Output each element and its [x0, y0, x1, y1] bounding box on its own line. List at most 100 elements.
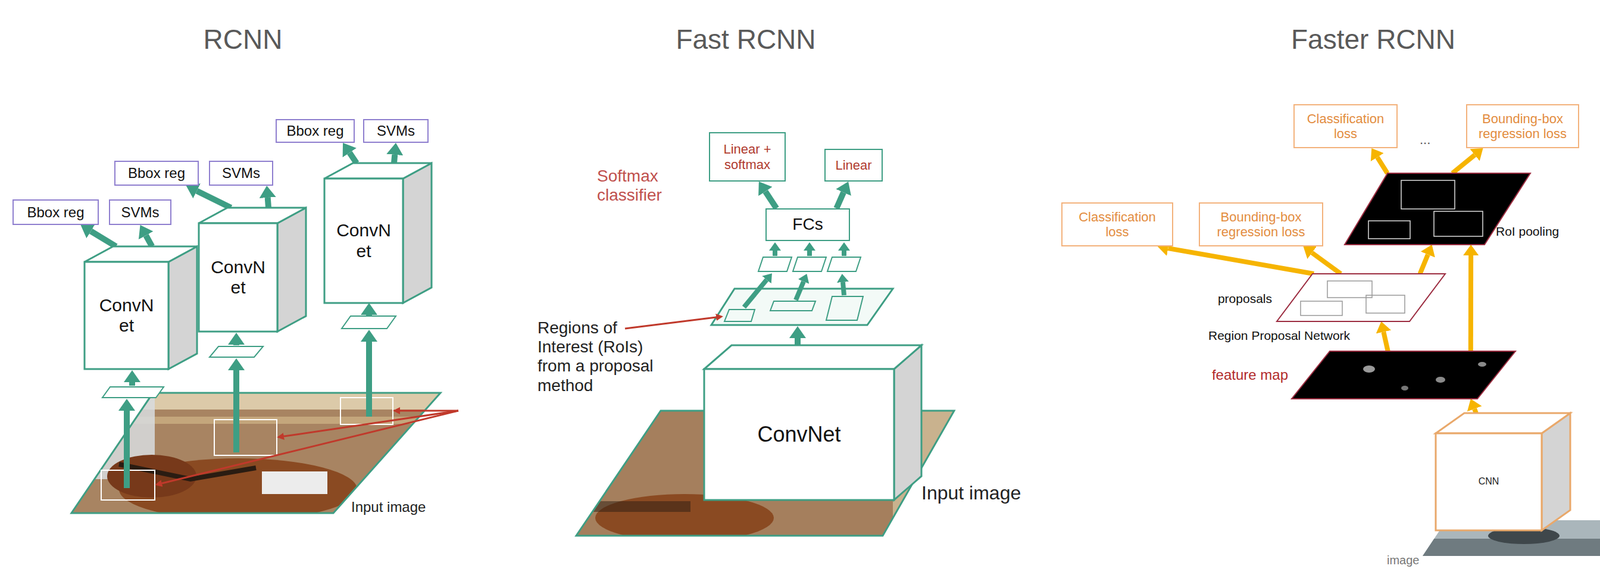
label-slot: Regions of Interest (RoIs) from a propos… [537, 318, 672, 396]
annotation-label: Softmax classifier [597, 166, 681, 205]
flow-arrow [1377, 157, 1388, 174]
svm-classifier-box: SVMs [363, 119, 429, 143]
cube-front-face [1435, 433, 1542, 531]
red-pointer [400, 410, 459, 412]
node-text: proposals [1217, 291, 1273, 306]
cube-front-face [198, 223, 278, 332]
annotation-label: Region Proposal Network [1208, 328, 1350, 343]
horse-harness [571, 501, 691, 512]
flow-arrow [1311, 252, 1341, 274]
bbox-regressor-box: Bbox reg [275, 119, 355, 143]
cube-side-face [168, 246, 198, 370]
node-text: RoI pooling [1495, 224, 1559, 239]
flow-arrow [129, 382, 136, 386]
input-image-photo [59, 386, 477, 521]
activation-spot [1477, 361, 1487, 367]
node-text: SVMs [376, 122, 415, 140]
cnn-cube: CNN [1435, 413, 1571, 531]
label-slot: Region Proposal Network [1208, 328, 1350, 343]
red-pointer [161, 410, 459, 484]
node-text: SVMs [222, 164, 261, 182]
flow-arrow [842, 282, 845, 296]
cube-front-face [704, 369, 895, 500]
roi-outline [724, 309, 755, 322]
cube-front-face [324, 178, 403, 303]
plane-shape [1276, 273, 1446, 322]
softmax-box: Linear + softmax [708, 132, 786, 182]
flow-arrow [765, 191, 777, 209]
fc-box: FCs [765, 208, 850, 242]
node-text: Bbox reg [127, 164, 186, 182]
roi-pooled-feature [758, 257, 792, 272]
region-box [1327, 280, 1373, 298]
flow-arrow [233, 344, 240, 346]
node-text: Bbox reg [286, 122, 344, 140]
node-text: FCs [792, 214, 823, 234]
region-outline [214, 419, 277, 456]
annotation-label: ... [1419, 132, 1431, 148]
linear-box: Linear [824, 148, 883, 182]
conv-feature-map [711, 288, 893, 325]
bbox-regressor-box: Bbox reg [114, 160, 199, 186]
convnet-cube: ConvN et [324, 163, 432, 303]
flow-arrow [1420, 254, 1428, 274]
node-text: Bounding-box regression loss [1204, 209, 1318, 240]
flow-arrow [349, 152, 357, 164]
roi-pooling-plane: RoI pooling [1344, 173, 1531, 245]
cube-shape [1435, 413, 1571, 531]
flow-arrow [145, 235, 152, 247]
flow-arrow [233, 370, 240, 453]
region-box [1366, 295, 1405, 314]
loss-box: Classification loss [1061, 202, 1174, 247]
cube-side-face [894, 345, 922, 500]
plane-outline [1276, 273, 1446, 322]
loss-box: Bounding-box regression loss [1466, 104, 1580, 149]
label-slot: image [1386, 553, 1420, 568]
flow-arrow [836, 192, 844, 209]
region-box [1300, 301, 1343, 316]
cube-side-face [277, 207, 306, 332]
flow-arrow [772, 250, 778, 256]
panel-title: Faster RCNN [1291, 23, 1456, 56]
loss-box: Classification loss [1293, 104, 1398, 149]
warped-region [341, 316, 396, 329]
flow-arrow [267, 197, 269, 208]
node-text: Linear + softmax [714, 141, 780, 173]
node-text: ConvNet [757, 422, 841, 447]
region-box [1401, 180, 1455, 209]
roi-outline [826, 296, 864, 321]
convnet-cube: ConvNet [704, 345, 922, 500]
node-text: Classification loss [1067, 209, 1168, 240]
node-text: CNN [1478, 476, 1500, 487]
region-box [1368, 220, 1411, 239]
flow-arrow [366, 314, 373, 316]
cube-top-face [84, 246, 198, 262]
loss-box: Bounding-box regression loss [1198, 202, 1324, 247]
bbox-regressor-box: Bbox reg [12, 199, 99, 225]
convnet-cube: ConvN et [198, 207, 306, 332]
feature-map-plane: feature map [1291, 351, 1516, 399]
proposals-plane: proposals [1276, 273, 1446, 322]
label-slot: Input image [351, 498, 426, 516]
roi-pooled-feature [827, 257, 861, 272]
flow-arrow [795, 281, 804, 300]
photo-fence [59, 386, 477, 410]
annotation-label: image [1386, 553, 1420, 568]
flow-arrow [1452, 154, 1475, 174]
label-slot: Input image [921, 482, 1021, 505]
node-text: Linear [835, 157, 872, 173]
flow-arrow [394, 154, 395, 164]
cube-top-face [198, 207, 306, 224]
convnet-cube: ConvN et [84, 246, 198, 370]
node-text: Bounding-box regression loss [1472, 111, 1574, 142]
cube-top-face [1435, 413, 1571, 434]
cube-top-face [324, 163, 432, 179]
svm-classifier-box: SVMs [108, 199, 172, 225]
label-slot: ... [1419, 132, 1431, 148]
label-slot: RCNN [203, 23, 283, 56]
cube-front-face [84, 261, 169, 370]
label-slot: Softmax classifier [597, 166, 681, 205]
annotation-label: Input image [921, 482, 1021, 505]
activation-spot [1401, 385, 1409, 391]
